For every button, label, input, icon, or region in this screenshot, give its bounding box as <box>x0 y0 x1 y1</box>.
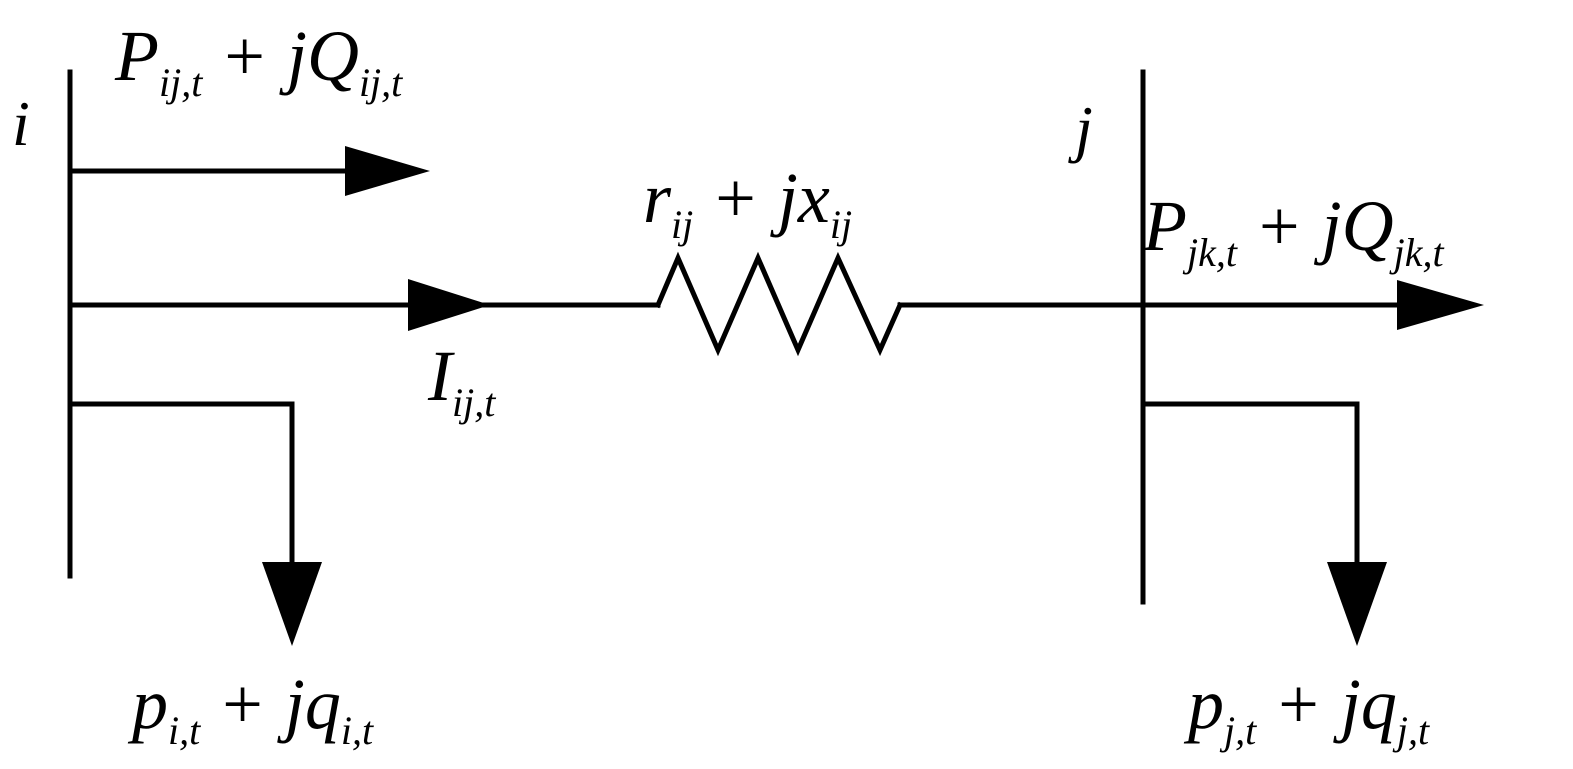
flow-ij-arrowhead <box>345 146 430 196</box>
load-j-arrowhead <box>1327 562 1387 646</box>
bus-j-label: j <box>1068 93 1093 164</box>
load-j-line <box>1140 401 1360 573</box>
flow-jk-label: Pjk,t+jQjk,t <box>1142 186 1444 275</box>
load-i-arrowhead <box>262 562 322 646</box>
bus-i-label: i <box>12 88 30 159</box>
resistor-zigzag <box>654 251 904 357</box>
current-label: Iij,t <box>427 336 496 425</box>
impedance-label: rij+jxij <box>643 158 852 247</box>
load-i-label: pi,t+jqi,t <box>127 664 374 753</box>
load-i-line <box>67 401 295 573</box>
flow-jk-arrowhead <box>1397 280 1484 330</box>
load-j-label: pj,t+jqj,t <box>1183 664 1430 753</box>
flow-ij-label: Pij,t+jQij,t <box>114 16 403 105</box>
current-arrowhead <box>408 279 490 331</box>
